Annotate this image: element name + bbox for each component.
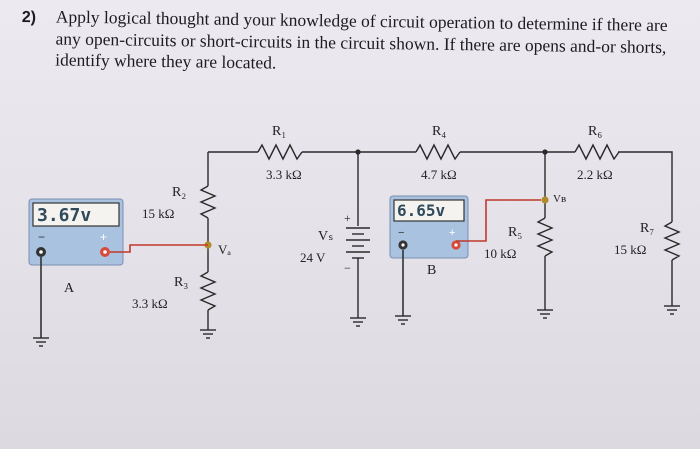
r7-value: 15 kΩ (614, 242, 646, 257)
r1-name: R₁ (272, 124, 286, 139)
vs-name: Vₛ (318, 229, 333, 244)
r4-value: 4.7 kΩ (421, 167, 457, 182)
ground-symbol-vs (350, 317, 366, 327)
ground-symbol-left-branch (200, 329, 216, 339)
ground-symbol-r7 (664, 305, 680, 315)
r7-symbol (663, 221, 681, 261)
meter-a-label: A (64, 281, 75, 296)
r4-name: R₄ (432, 124, 446, 139)
r2-name: R₂ (172, 185, 186, 200)
r2-value: 15 kΩ (142, 206, 174, 221)
vs-minus-sign: − (344, 261, 351, 275)
node-vb-label: Vʙ (553, 193, 566, 205)
voltmeter-a-minus: − (38, 230, 45, 244)
vs-value: 24 V (300, 250, 326, 265)
r2-symbol (199, 185, 217, 219)
node-vb-marker (541, 196, 549, 204)
r6-value: 2.2 kΩ (577, 167, 613, 182)
voltmeter-b: 6.65v − + (389, 195, 469, 259)
r4-symbol (415, 143, 461, 161)
r3-name: R₃ (174, 275, 188, 290)
vs-plus-sign: + (344, 211, 351, 225)
r7-name: R₇ (640, 221, 654, 236)
r5-symbol (536, 217, 554, 257)
voltmeter-b-plus: + (449, 227, 455, 239)
battery-symbol (346, 227, 370, 259)
r1-symbol (257, 143, 303, 161)
meter-b-label: B (427, 263, 436, 278)
r1-value: 3.3 kΩ (266, 167, 302, 182)
ground-symbol-r5 (537, 309, 553, 319)
r3-symbol (199, 271, 217, 311)
voltmeter-a: 3.67v − + (28, 198, 124, 266)
r6-symbol (574, 143, 620, 161)
wire-top-right2 (618, 151, 673, 222)
voltmeter-b-reading: 6.65v (397, 201, 446, 220)
r5-name: R₅ (508, 225, 522, 240)
r5-value: 10 kΩ (484, 246, 516, 261)
voltmeter-b-display (393, 199, 465, 222)
ground-symbol-meter-b (395, 315, 411, 325)
ground-symbol-meter-a (33, 337, 49, 347)
probe-a-red (110, 244, 208, 253)
voltmeter-a-reading: 3.67v (37, 205, 91, 226)
r3-value: 3.3 kΩ (132, 296, 168, 311)
voltmeter-a-display (32, 202, 120, 227)
node-va-label: Vₐ (218, 242, 231, 257)
voltmeter-b-minus: − (398, 227, 404, 239)
voltmeter-a-plus: + (100, 230, 107, 244)
r6-name: R₆ (588, 124, 602, 139)
probe-b-red (456, 199, 541, 242)
